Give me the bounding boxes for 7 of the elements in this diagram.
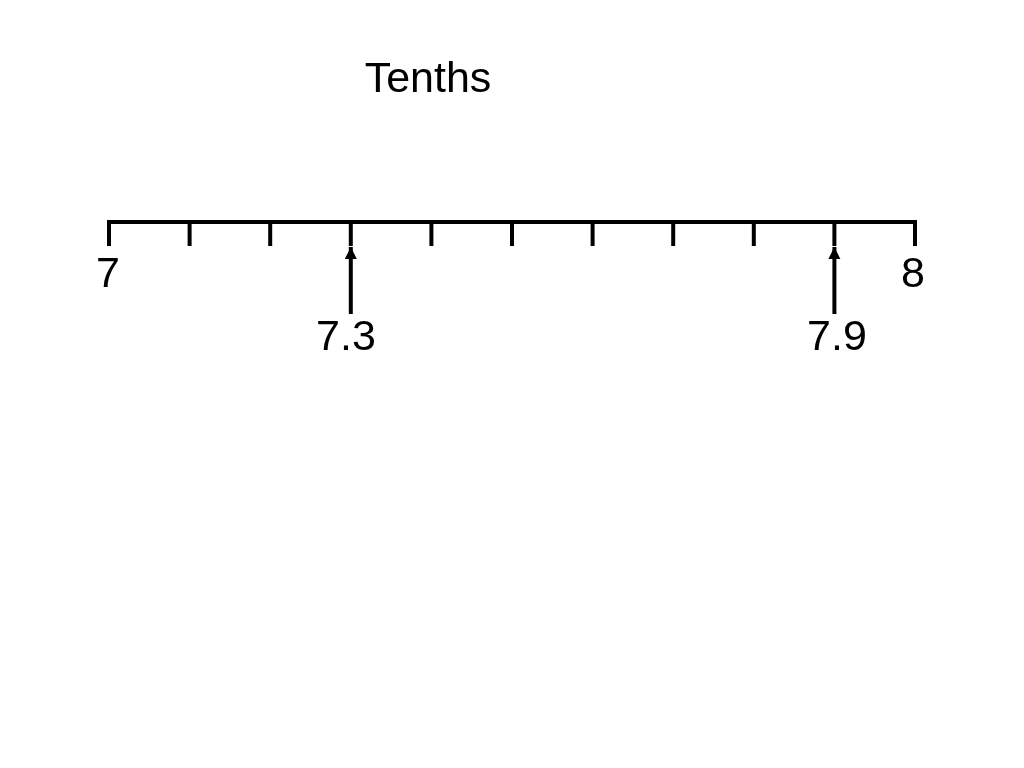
axis-label: 8 bbox=[901, 251, 925, 294]
axis-label: 7 bbox=[96, 251, 120, 294]
title: Tenths bbox=[364, 56, 492, 99]
value-label: 7.9 bbox=[807, 314, 867, 357]
leader-arrow bbox=[828, 247, 841, 314]
leader-arrow bbox=[344, 247, 357, 314]
value-label: 7.3 bbox=[316, 314, 376, 357]
